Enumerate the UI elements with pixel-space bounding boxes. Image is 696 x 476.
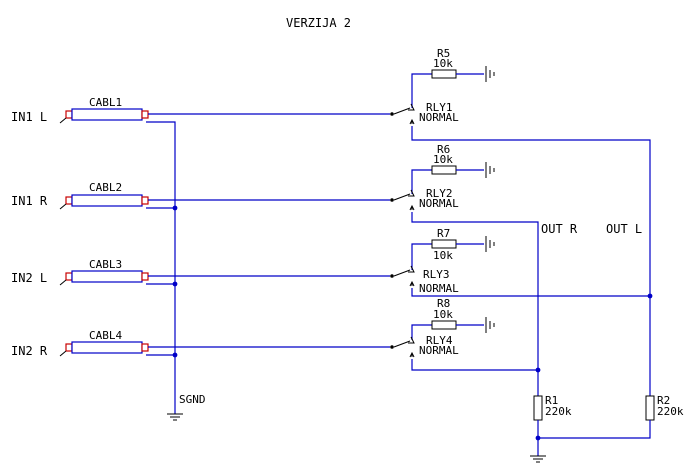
relay-state: NORMAL <box>419 282 459 295</box>
relay-switch-icon <box>393 189 415 211</box>
input-row-in2-r: IN2 R CABL4 RLY4 NORMAL <box>11 329 459 358</box>
relay-state: NORMAL <box>419 344 459 357</box>
resistor-label: R2 <box>657 394 670 407</box>
load-resistor-r2: R2 220k <box>535 394 684 441</box>
schematic-title: VERZIJA 2 <box>286 16 351 30</box>
cable-label: CABL1 <box>89 96 122 109</box>
resistor-label: R6 <box>437 143 450 156</box>
relay-name: RLY3 <box>423 268 450 281</box>
cable-label: CABL4 <box>89 329 122 342</box>
resistor-label: R7 <box>437 227 450 240</box>
resistor-value: 220k <box>657 405 684 418</box>
relay-name: RLY2 <box>426 187 453 200</box>
ground-label: SGND <box>179 393 206 406</box>
ground-icon <box>485 162 495 178</box>
sgnd-bus: SGND <box>146 121 206 421</box>
relay-name: RLY1 <box>426 101 453 114</box>
resistor-value: 10k <box>433 57 453 70</box>
ground-icon <box>485 66 495 82</box>
relay-switch-icon <box>393 265 415 287</box>
relay-state: NORMAL <box>419 197 459 210</box>
relay-name: RLY4 <box>426 334 453 347</box>
input-label: IN2 L <box>11 271 47 285</box>
input-label: IN1 L <box>11 110 47 124</box>
load-resistor-r1: R1 220k <box>533 394 572 456</box>
input-row-in1-l: IN1 L CABL1 RLY1 NORMAL <box>11 96 459 125</box>
ground-icon <box>530 455 546 463</box>
resistor-value: 10k <box>433 308 453 321</box>
relay-resistor-r8: R8 10k <box>411 297 495 340</box>
cable-label: CABL2 <box>89 181 122 194</box>
relay-resistor-r5: R5 10k <box>411 47 495 108</box>
resistor-label: R1 <box>545 394 558 407</box>
resistor-value: 10k <box>433 153 453 166</box>
resistor-label: R5 <box>437 47 450 60</box>
out-r-label: OUT R <box>541 222 578 236</box>
input-label: IN2 R <box>11 344 48 358</box>
ground-icon <box>485 236 495 252</box>
relay-switch-icon <box>393 336 415 358</box>
out-l-label: OUT L <box>606 222 642 236</box>
relay-resistor-r7: R7 10k <box>411 227 495 270</box>
input-row-in1-r: IN1 R CABL2 RLY2 NORMAL <box>11 181 459 211</box>
out-l-bus: OUT L <box>411 126 653 396</box>
resistor-value: 10k <box>433 249 453 262</box>
relay-switch-icon <box>393 103 415 125</box>
input-label: IN1 R <box>11 194 48 208</box>
out-r-bus: OUT R <box>411 212 578 396</box>
ground-icon <box>167 413 183 421</box>
relay-state: NORMAL <box>419 111 459 124</box>
resistor-label: R8 <box>437 297 450 310</box>
cable-label: CABL3 <box>89 258 122 271</box>
resistor-value: 220k <box>545 405 572 418</box>
ground-icon <box>485 317 495 333</box>
input-row-in2-l: IN2 L CABL3 RLY3 NORMAL <box>11 258 459 295</box>
relay-resistor-r6: R6 10k <box>411 143 495 194</box>
